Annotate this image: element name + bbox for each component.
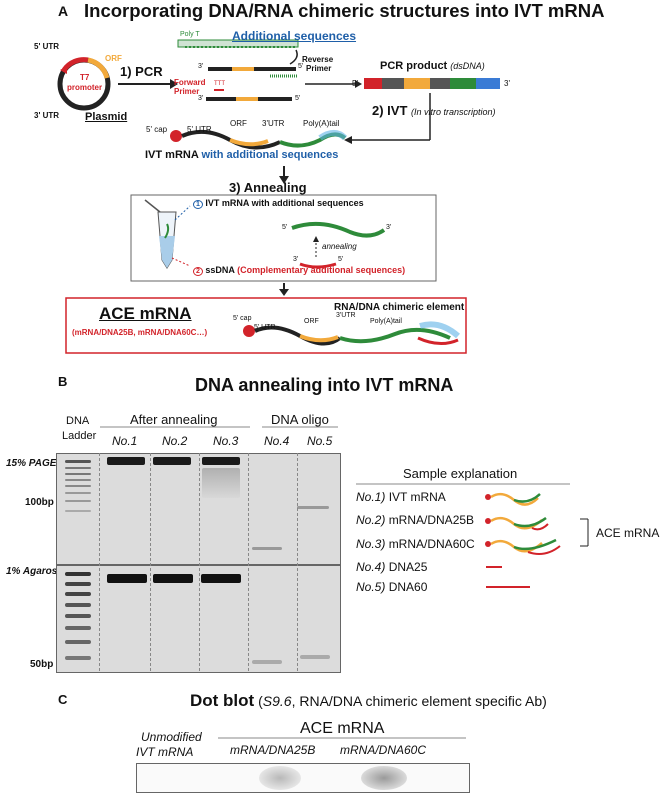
lane-label-5: No.5 — [307, 434, 333, 448]
pcr-end-3: 3' — [504, 79, 510, 88]
anneal-end-5: 5' — [282, 224, 288, 231]
sample-explanation-title: Sample explanation — [403, 466, 518, 481]
dot-dna25b — [259, 766, 301, 790]
ladder-label-2: Ladder — [62, 430, 97, 442]
ace-orf: ORF — [304, 318, 319, 325]
panel-c-title: Dot blot (S9.6, RNA/DNA chimeric element… — [190, 691, 547, 710]
ace-mrna-sub: (mRNA/DNA25B, mRNA/DNA60C…) — [72, 328, 208, 337]
dna-oligo-header: DNA oligo — [271, 412, 329, 427]
panel-b-title: DNA annealing into IVT mRNA — [195, 375, 454, 395]
ace-mrna-title: ACE mRNA — [99, 304, 192, 323]
ivt-utr3: 3'UTR — [262, 119, 285, 128]
col-unmodified-1: Unmodified — [141, 730, 202, 744]
anneal-end-3: 3' — [386, 224, 392, 231]
marker-50bp: 50bp — [30, 659, 54, 670]
sample-icon-2 — [485, 516, 549, 531]
plasmid-promoter: promoter — [67, 83, 103, 92]
ivt-polya: Poly(A)tail — [303, 119, 340, 128]
col-dna60c: mRNA/DNA60C — [340, 743, 427, 757]
anneal-item-1: 1 IVT mRNA with additional sequences — [193, 198, 364, 209]
after-annealing-header: After annealing — [130, 412, 218, 427]
col-dna25b: mRNA/DNA25B — [230, 743, 316, 757]
panel-a-letter: A — [58, 3, 69, 19]
plasmid-utr5: 5' UTR — [34, 42, 60, 51]
ivt-cap: 5' cap — [146, 125, 168, 134]
dot-dna60c — [361, 766, 407, 790]
forward-primer-label-1: Forward — [174, 78, 206, 87]
forward-primer-seq: TTT — [214, 81, 225, 87]
panel-c-letter: C — [58, 692, 68, 707]
ace-utr3: 3'UTR — [336, 312, 356, 319]
poly-t-label: Poly T — [180, 31, 200, 38]
ssdna-end-3: 3' — [293, 256, 299, 263]
strand-end-5b: 5' — [295, 95, 301, 102]
ace-mrna-header: ACE mRNA — [300, 720, 385, 737]
forward-primer-label-2: Primer — [174, 87, 200, 96]
ace-polya: Poly(A)tail — [370, 318, 402, 325]
plasmid-t7: T7 — [80, 73, 90, 82]
strand-end-3b: 3' — [198, 95, 204, 102]
sample-row-1: No.1) IVT mRNA — [356, 490, 446, 504]
chimeric-element-label: RNA/DNA chimeric element — [334, 302, 465, 313]
lane-label-3: No.3 — [213, 434, 239, 448]
ladder-label-1: DNA — [66, 415, 90, 427]
page-gel-label: 15% PAGE — [6, 458, 57, 469]
step-pcr: 1) PCR — [120, 64, 163, 79]
ace-cap: 5' cap — [233, 315, 252, 322]
ssdna-end-5: 5' — [338, 256, 344, 263]
plasmid-orf: ORF — [105, 54, 122, 63]
reverse-primer-label-2: Primer — [306, 64, 332, 73]
strand-end-3a: 3' — [198, 63, 204, 70]
sample-icon-3 — [485, 538, 561, 555]
agarose-gel — [56, 565, 341, 673]
sample-row-3: No.3) mRNA/DNA60C — [356, 537, 475, 551]
plasmid-label: Plasmid — [85, 111, 128, 123]
lane-label-2: No.2 — [162, 434, 188, 448]
page-gel — [56, 453, 341, 565]
step-ivt: 2) IVT (In vitro transcription) — [372, 103, 496, 118]
ivt-orf: ORF — [230, 119, 247, 128]
anneal-item-2: 2 ssDNA (Complementary additional sequen… — [193, 265, 405, 276]
lane-label-1: No.1 — [112, 434, 138, 448]
annealing-label: annealing — [322, 242, 357, 251]
reverse-primer-label-1: Reverse — [302, 55, 334, 64]
agarose-gel-label: 1% Agarose — [6, 566, 63, 577]
sample-row-5: No.5) DNA60 — [356, 580, 428, 594]
sample-row-2: No.2) mRNA/DNA25B — [356, 513, 475, 527]
ace-utr5: 5' UTR — [254, 324, 276, 331]
pcr-end-5: 5' — [352, 79, 358, 88]
pcr-product-label: PCR product (dsDNA) — [380, 60, 485, 72]
step-annealing: 3) Annealing — [229, 180, 307, 195]
ivt-mrna-caption: IVT mRNA with additional sequences — [145, 149, 339, 161]
strand-end-5a: 5' — [298, 63, 304, 70]
lane-label-4: No.4 — [264, 434, 290, 448]
dot-blot-membrane — [136, 763, 470, 793]
panel-b-letter: B — [58, 374, 68, 389]
sample-row-4: No.4) DNA25 — [356, 560, 428, 574]
col-unmodified-2: IVT mRNA — [136, 745, 194, 759]
marker-100bp: 100bp — [25, 497, 54, 508]
ivt-utr5: 5' UTR — [187, 125, 212, 134]
plasmid-utr3: 3' UTR — [34, 111, 60, 120]
panel-a-title: Incorporating DNA/RNA chimeric structure… — [84, 0, 605, 21]
additional-sequences-label: Additional sequences — [232, 29, 357, 43]
sample-icon-1 — [485, 492, 541, 506]
ace-mrna-bracket-label: ACE mRNA — [596, 526, 660, 540]
